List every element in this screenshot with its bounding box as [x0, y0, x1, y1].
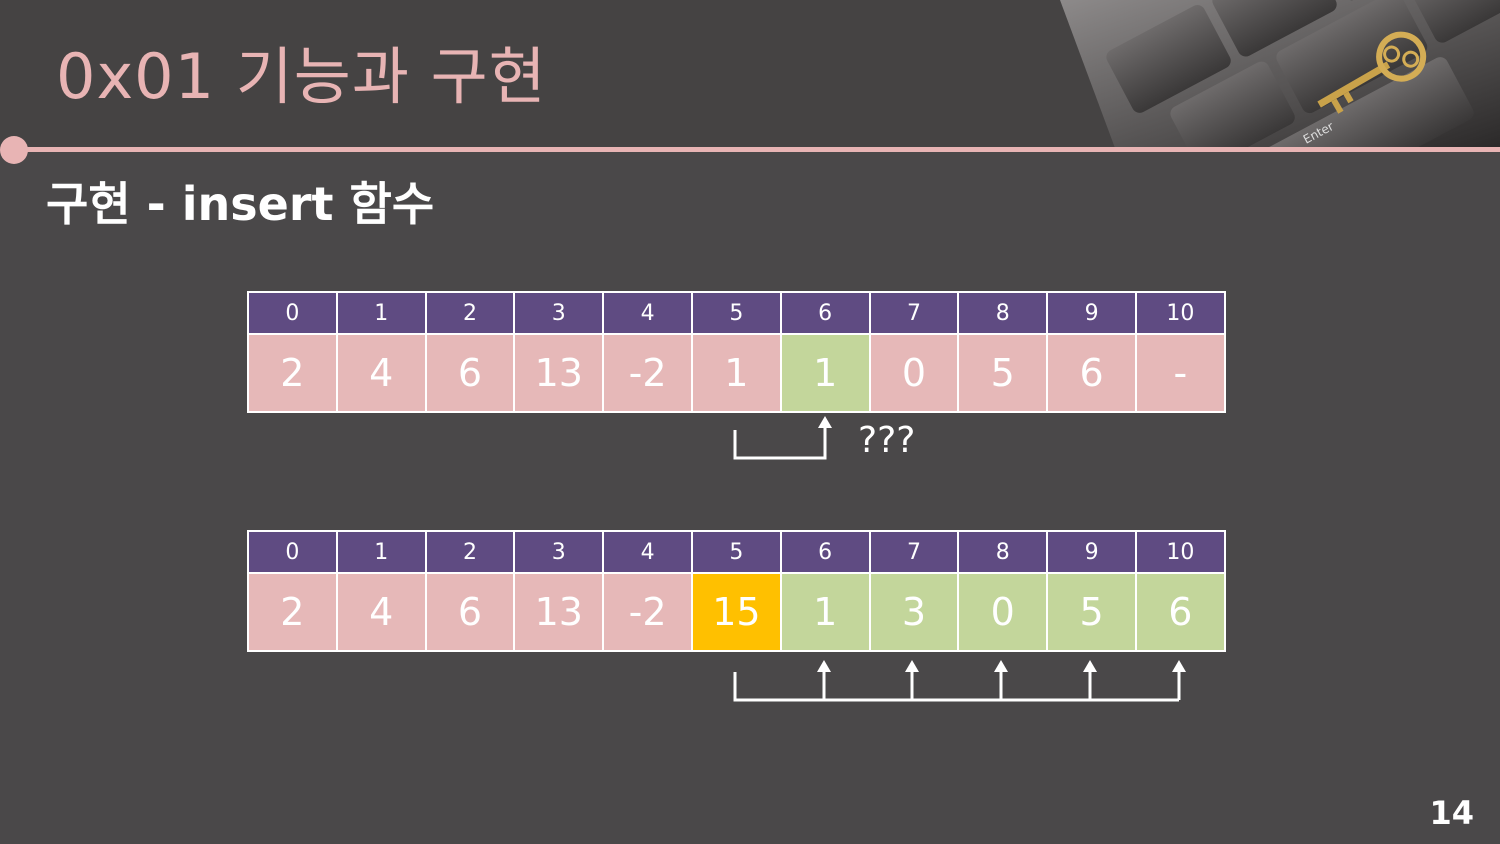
index-cell: 4 — [604, 532, 693, 574]
question-annotation: ??? — [858, 420, 916, 461]
index-cell: 6 — [781, 532, 871, 574]
index-cell: 5 — [692, 532, 782, 574]
top-arrow-head — [818, 416, 832, 428]
value-cell: 6 — [1136, 574, 1226, 652]
index-cell: 8 — [959, 293, 1049, 335]
arrow-head-10 — [1172, 660, 1186, 672]
value-cell: 13 — [515, 335, 605, 413]
index-cell: 5 — [692, 293, 782, 335]
index-cell: 10 — [1136, 293, 1226, 335]
value-cell: - — [1136, 335, 1226, 413]
value-cell: 1 — [692, 335, 782, 413]
value-cell: -2 — [604, 335, 693, 413]
page-number: 14 — [1429, 794, 1474, 832]
arrow-head-9 — [1083, 660, 1097, 672]
value-cell: 4 — [337, 335, 427, 413]
value-cell: 6 — [426, 574, 516, 652]
slide-title: 0x01 기능과 구현 — [56, 40, 547, 113]
header-divider — [10, 147, 1500, 152]
value-cell: 6 — [1048, 335, 1137, 413]
value-cell: 2 — [249, 574, 338, 652]
value-cell: 1 — [781, 574, 871, 652]
index-cell: 1 — [337, 293, 427, 335]
index-cell: 10 — [1136, 532, 1226, 574]
gold-key-icon — [1317, 31, 1427, 114]
value-cell: 15 — [692, 574, 782, 652]
divider-dot — [0, 136, 28, 164]
value-cell: 2 — [249, 335, 338, 413]
value-cell: 0 — [959, 574, 1049, 652]
index-cell: 3 — [515, 293, 605, 335]
value-cell: -2 — [604, 574, 693, 652]
section-subtitle: 구현 - insert 함수 — [46, 177, 435, 231]
keyboard-key-image: Enter — [1060, 0, 1500, 148]
index-cell: 3 — [515, 532, 605, 574]
index-cell: 9 — [1048, 532, 1137, 574]
bottom-shift-arrows — [733, 670, 1181, 702]
value-cell: 5 — [959, 335, 1049, 413]
arrow-head-8 — [994, 660, 1008, 672]
value-cell: 6 — [426, 335, 516, 413]
top-shift-arrow — [733, 426, 827, 460]
value-cell: 1 — [781, 335, 871, 413]
index-cell: 8 — [959, 532, 1049, 574]
index-cell: 2 — [426, 532, 516, 574]
arrow-head-6 — [817, 660, 831, 672]
index-cell: 1 — [337, 532, 427, 574]
value-cell: 0 — [870, 335, 960, 413]
value-cell: 4 — [337, 574, 427, 652]
index-cell: 7 — [870, 293, 960, 335]
index-cell: 9 — [1048, 293, 1137, 335]
value-cell: 13 — [515, 574, 605, 652]
index-cell: 0 — [249, 532, 338, 574]
index-cell: 6 — [781, 293, 871, 335]
value-cell: 5 — [1048, 574, 1137, 652]
index-cell: 0 — [249, 293, 338, 335]
arrow-head-7 — [905, 660, 919, 672]
index-cell: 2 — [426, 293, 516, 335]
index-cell: 4 — [604, 293, 693, 335]
value-cell: 3 — [870, 574, 960, 652]
index-cell: 7 — [870, 532, 960, 574]
